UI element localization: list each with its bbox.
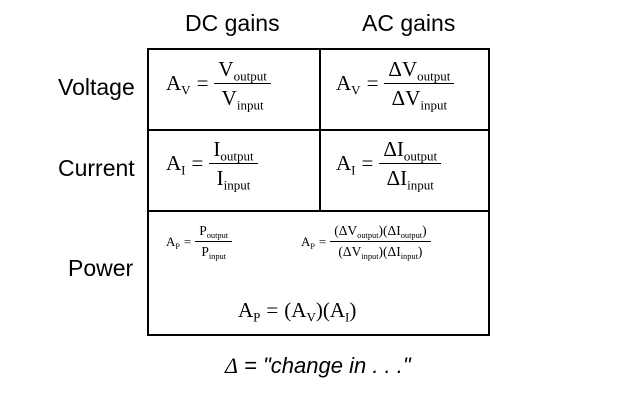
fraction: Voutput Vinput — [214, 58, 271, 112]
dc-current-gain-equation: AI = Ioutput Iinput — [166, 138, 258, 192]
delta-symbol: Δ — [225, 353, 238, 378]
current-row-label: Current — [58, 155, 135, 181]
column-divider — [319, 50, 321, 212]
fraction: (ΔVoutput)(ΔIoutput) (ΔVinput)(ΔIinput) — [330, 223, 431, 261]
dc-gains-header: DC gains — [185, 10, 280, 36]
fraction: ΔVoutput ΔVinput — [384, 58, 455, 112]
ac-voltage-gain-equation: AV = ΔVoutput ΔVinput — [336, 58, 455, 112]
power-row-label: Power — [68, 255, 134, 281]
gains-table — [147, 48, 490, 336]
row-divider-1 — [149, 129, 488, 131]
fraction: ΔIoutput ΔIinput — [379, 138, 442, 192]
row-divider-2 — [149, 210, 488, 212]
delta-footnote: Δ = "change in . . ." — [225, 353, 411, 379]
footnote-text: = "change in . . ." — [237, 353, 411, 378]
voltage-row-label: Voltage — [58, 74, 135, 100]
dc-power-gain-equation: AP = Poutput Pinput — [166, 223, 233, 261]
dc-voltage-gain-equation: AV = Voutput Vinput — [166, 58, 271, 112]
ac-current-gain-equation: AI = ΔIoutput ΔIinput — [336, 138, 442, 192]
fraction: Ioutput Iinput — [209, 138, 258, 192]
ac-power-gain-equation: AP = (ΔVoutput)(ΔIoutput) (ΔVinput)(ΔIin… — [301, 223, 431, 261]
fraction: Poutput Pinput — [195, 223, 233, 261]
ac-gains-header: AC gains — [362, 10, 456, 36]
power-gain-product-equation: AP = (AV)(AI) — [238, 298, 357, 325]
